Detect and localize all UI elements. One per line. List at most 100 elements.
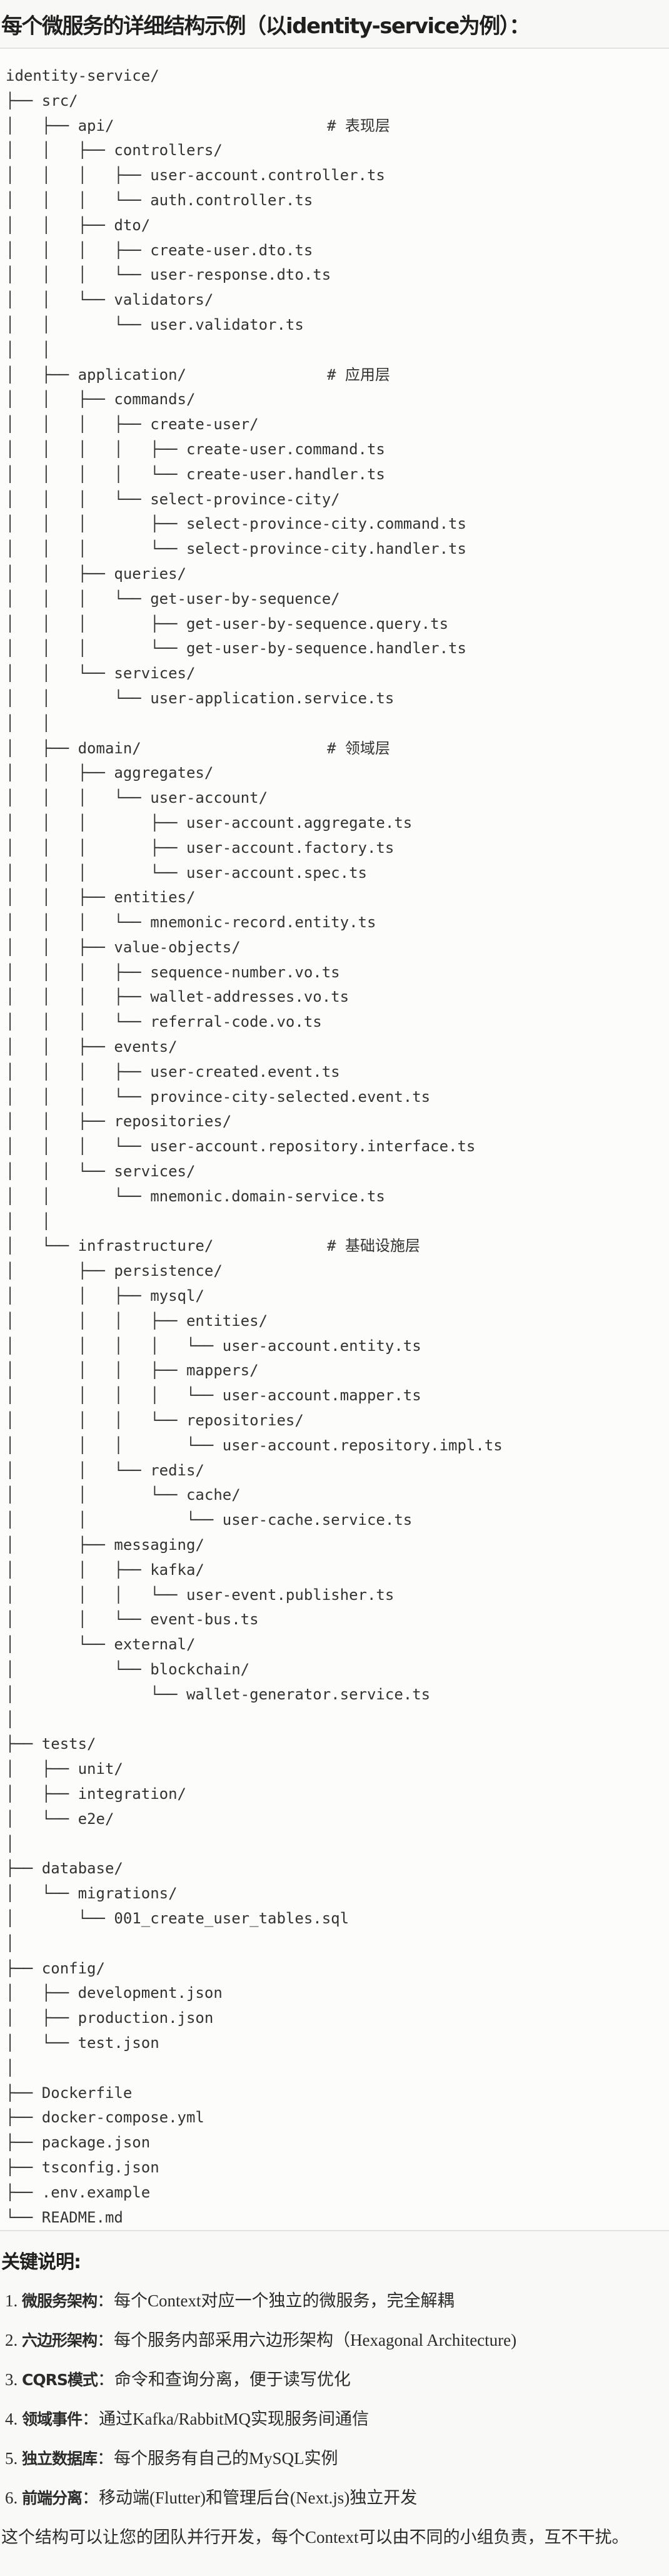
tree-entry: │ │ │ ├── sequence-number.vo.ts <box>6 963 340 981</box>
tree-entry: │ ├── persistence/ <box>6 1262 223 1280</box>
tree-line: ├── docker-compose.yml <box>6 2105 669 2131</box>
tree-line: │ │ ├── queries/ <box>6 562 669 587</box>
tree-line: │ │ │ └── repositories/ <box>6 1408 669 1433</box>
tree-entry: │ │ │ └── user-account.spec.ts <box>6 863 367 882</box>
note-number: 6. <box>5 2488 22 2507</box>
note-item: 6. 前端分离：移动端(Flutter)和管理后台(Next.js)独立开发 <box>1 2478 669 2518</box>
tree-line: ├── src/ <box>6 89 669 114</box>
tree-line: │ │ <box>6 1209 669 1235</box>
note-number: 1. <box>5 2291 22 2310</box>
tree-line: │ │ │ ├── user-created.event.ts <box>6 1060 669 1085</box>
note-text: ：每个服务有自己的MySQL实例 <box>97 2449 338 2468</box>
tree-entry: │ │ │ └── select-province-city.handler.t… <box>6 540 466 558</box>
tree-entry: │ │ │ └── select-province-city/ <box>6 490 340 508</box>
tree-entry: │ <box>6 1710 15 1728</box>
tree-line: │ │ │ ├── select-province-city.command.t… <box>6 512 669 537</box>
tree-entry: │ ├── api/ <box>6 116 114 135</box>
tree-line: │ │ │ └── get-user-by-sequence.handler.t… <box>6 636 669 661</box>
tree-entry: │ │ ├── repositories/ <box>6 1112 232 1131</box>
section-header: 每个微服务的详细结构示例（以identity-service为例）： <box>0 0 669 49</box>
layer-comment: # 领域层 <box>327 739 390 757</box>
tree-line: │ │ │ │ └── user-account.entity.ts <box>6 1334 669 1359</box>
tree-entry: │ │ │ └── referral-code.vo.ts <box>6 1013 322 1031</box>
tree-line: │ │ └── validators/ <box>6 288 669 313</box>
tree-entry: │ ├── unit/ <box>6 1760 123 1778</box>
note-label: 领域事件 <box>22 2410 83 2428</box>
tree-entry: ├── Dockerfile <box>6 2084 133 2102</box>
note-text: ：每个服务内部采用六边形架构（Hexagonal Architecture) <box>97 2331 517 2349</box>
tree-entry: │ │ │ │ └── user-account.entity.ts <box>6 1336 421 1355</box>
tree-line: │ │ │ └── user-event.publisher.ts <box>6 1583 669 1608</box>
directory-tree-code-block: identity-service/├── src/│ ├── api/# 表现层… <box>0 49 669 2231</box>
tree-line: │ │ │ └── user-account.spec.ts <box>6 861 669 886</box>
note-label: CQRS模式 <box>22 2371 98 2389</box>
tree-line: │ │ ├── controllers/ <box>6 138 669 163</box>
tree-line: │ │ │ ├── get-user-by-sequence.query.ts <box>6 612 669 637</box>
note-label: 六边形架构 <box>22 2331 98 2349</box>
tree-entry: │ ├── development.json <box>6 1984 223 2002</box>
tree-entry: │ │ └── mnemonic.domain-service.ts <box>6 1187 385 1205</box>
note-label: 独立数据库 <box>22 2450 98 2468</box>
tree-entry: │ │ │ └── mnemonic-record.entity.ts <box>6 914 376 932</box>
tree-entry: │ │ │ └── get-user-by-sequence.handler.t… <box>6 639 466 658</box>
tree-entry: │ │ └── redis/ <box>6 1461 204 1479</box>
tree-line: ├── .env.example <box>6 2181 669 2206</box>
tree-entry: │ │ │ ├── user-created.event.ts <box>6 1062 340 1081</box>
tree-line: │ ├── messaging/ <box>6 1533 669 1558</box>
tree-line: │ <box>6 1832 669 1857</box>
tree-line: │ ├── integration/ <box>6 1782 669 1807</box>
tree-line: │ │ ├── kafka/ <box>6 1558 669 1583</box>
tree-line: │ └── e2e/ <box>6 1807 669 1832</box>
note-text: ：命令和查询分离，便于读写优化 <box>97 2370 351 2389</box>
tree-entry: │ <box>6 2059 15 2077</box>
tree-entry: │ │ │ └── get-user-by-sequence/ <box>6 589 340 608</box>
tree-entry: │ ├── application/ <box>6 365 186 384</box>
tree-line: │ └── blockchain/ <box>6 1657 669 1683</box>
tree-line: │ │ └── user-application.service.ts <box>6 686 669 711</box>
tree-line: │ <box>6 1708 669 1733</box>
tree-line: │ │ │ └── referral-code.vo.ts <box>6 1010 669 1035</box>
tree-line: │ ├── domain/# 领域层 <box>6 736 669 761</box>
tree-entry: │ │ │ └── user-event.publisher.ts <box>6 1586 395 1604</box>
tree-entry: │ │ ├── value-objects/ <box>6 938 241 956</box>
tree-entry: ├── src/ <box>6 91 78 109</box>
tree-line: │ │ └── mnemonic.domain-service.ts <box>6 1184 669 1209</box>
tree-line: │ │ │ ├── user-account.factory.ts <box>6 836 669 861</box>
tree-line: │ │ ├── dto/ <box>6 213 669 238</box>
tree-entry: │ │ └── user-cache.service.ts <box>6 1511 413 1529</box>
tree-entry: identity-service/ <box>6 67 159 84</box>
tree-entry: ├── tsconfig.json <box>6 2158 159 2176</box>
tree-entry: │ │ │ └── province-city-selected.event.t… <box>6 1087 431 1106</box>
tree-line: │ │ │ ├── create-user/ <box>6 412 669 437</box>
tree-line: │ │ │ └── select-province-city.handler.t… <box>6 537 669 562</box>
note-item: 5. 独立数据库：每个服务有自己的MySQL实例 <box>1 2439 669 2478</box>
note-item: 2. 六边形架构：每个服务内部采用六边形架构（Hexagonal Archite… <box>1 2321 669 2360</box>
tree-line: │ │ │ ├── create-user.dto.ts <box>6 238 669 263</box>
tree-line: │ │ <box>6 711 669 736</box>
tree-entry: ├── docker-compose.yml <box>6 2109 204 2127</box>
tree-line: │ │ └── user-cache.service.ts <box>6 1508 669 1533</box>
note-text: ：通过Kafka/RabbitMQ实现服务间通信 <box>82 2410 369 2428</box>
tree-line: │ │ │ ├── wallet-addresses.vo.ts <box>6 985 669 1010</box>
tree-line: ├── database/ <box>6 1856 669 1881</box>
tree-entry: │ │ └── user.validator.ts <box>6 315 304 333</box>
tree-line: │ │ │ └── select-province-city/ <box>6 487 669 512</box>
tree-line: │ ├── development.json <box>6 1981 669 2006</box>
tree-line: │ │ ├── repositories/ <box>6 1109 669 1134</box>
tree-line: │ │ │ └── get-user-by-sequence/ <box>6 587 669 612</box>
tree-entry: │ │ <box>6 340 51 359</box>
page-title: 每个微服务的详细结构示例（以identity-service为例）： <box>1 13 530 39</box>
tree-entry: │ │ <box>6 714 51 732</box>
tree-entry: │ │ ├── kafka/ <box>6 1560 204 1579</box>
note-number: 4. <box>5 2410 22 2428</box>
tree-entry: │ │ │ │ └── create-user.handler.ts <box>6 465 385 483</box>
tree-entry: │ ├── messaging/ <box>6 1536 204 1554</box>
tree-entry: │ │ │ │ └── user-account.mapper.ts <box>6 1387 421 1405</box>
note-number: 2. <box>5 2331 22 2349</box>
tree-entry: │ │ └── services/ <box>6 664 196 683</box>
tree-entry: ├── package.json <box>6 2134 151 2152</box>
tree-entry: │ └── migrations/ <box>6 1885 178 1903</box>
tree-entry: │ │ └── event-bus.ts <box>6 1611 259 1629</box>
tree-entry: │ │ ├── entities/ <box>6 888 196 907</box>
